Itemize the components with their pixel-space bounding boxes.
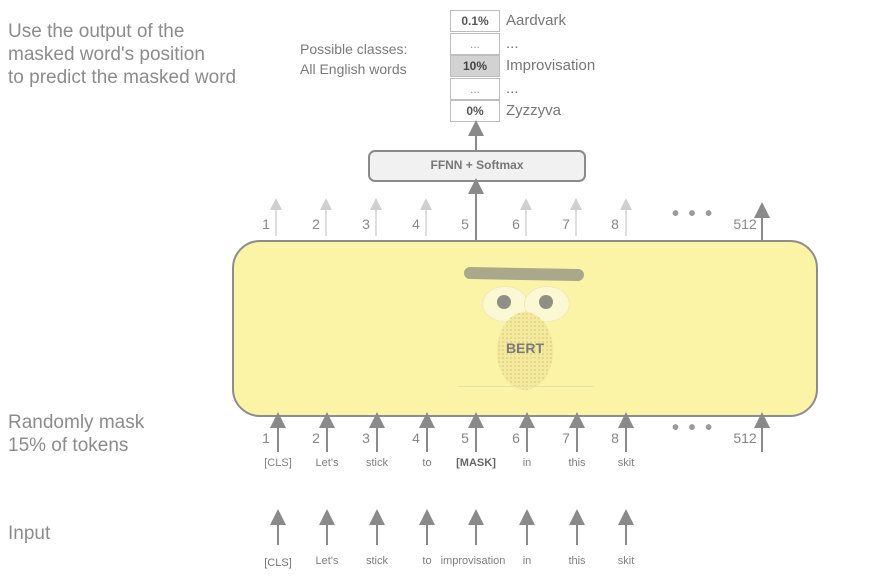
caption-top: Use the output of the masked word's posi…: [8, 21, 237, 88]
input-pos-7: 7: [562, 430, 570, 446]
prob-cell-dots: ...: [450, 77, 500, 100]
input-pos-6: 6: [512, 430, 520, 446]
masked-token: in: [522, 457, 532, 469]
mask-token: [MASK]: [456, 457, 496, 469]
input-token: in: [522, 555, 532, 567]
output-pos-3: 3: [362, 216, 370, 232]
masked-token: to: [422, 457, 432, 469]
possible-classes-label: Possible classes: All English words: [300, 41, 408, 77]
input-pos-512: 512: [733, 430, 757, 446]
masked-to-bert-arrows: [270, 412, 770, 452]
bert-nose: [497, 312, 553, 390]
ffnn-softmax-box: FFNN + Softmax: [368, 150, 586, 182]
masked-token: skit: [617, 457, 635, 469]
input-token: this: [568, 555, 586, 567]
input-token: Let's: [315, 555, 339, 567]
word-zyzzyva: Zyzzyva: [506, 102, 562, 119]
input-token: stick: [366, 555, 388, 567]
output-pos-4: 4: [412, 216, 420, 232]
input-arrows: [270, 509, 634, 545]
caption-mask: Randomly mask 15% of tokens: [8, 412, 145, 456]
output-pos-8: 8: [611, 216, 619, 232]
input-token: to: [422, 555, 432, 567]
input-pos-4: 4: [412, 430, 420, 446]
output-pos-1: 1: [262, 216, 270, 232]
input-pos-3: 3: [362, 430, 370, 446]
masked-token: stick: [366, 457, 388, 469]
output-pos-2: 2: [312, 216, 320, 232]
prob-cell-aardvark: 0.1%: [450, 10, 500, 32]
input-token: skit: [617, 555, 635, 567]
probability-words: Aardvark ... Improvisation ... Zyzzyva: [506, 10, 595, 123]
word-dots: ...: [506, 34, 519, 52]
input-pos-2: 2: [312, 430, 320, 446]
input-pos-8: 8: [611, 430, 619, 446]
masked-token: [CLS]: [264, 457, 292, 469]
input-pos-5: 5: [461, 430, 469, 446]
prob-cell-improvisation: 10%: [450, 55, 500, 77]
word-improvisation: Improvisation: [506, 57, 596, 74]
output-pos-512: 512: [733, 216, 757, 232]
masked-token: this: [568, 457, 586, 469]
bert-mouth: [458, 386, 594, 387]
output-ellipsis: • • •: [672, 203, 715, 225]
masked-token: Let's: [315, 457, 339, 469]
output-pos-7: 7: [562, 216, 570, 232]
word-dots: ...: [506, 79, 519, 97]
probability-column: 0.1% ... 10% ... 0%: [450, 10, 500, 123]
main-output-arrows: [468, 120, 770, 240]
input-token: [CLS]: [264, 557, 292, 569]
bert-eye-right: [539, 295, 553, 309]
bert-label: BERT: [505, 340, 545, 356]
faded-output-arrows: [270, 198, 632, 236]
output-pos-5: 5: [461, 216, 469, 232]
caption-input: Input: [8, 523, 51, 544]
output-pos-6: 6: [512, 216, 520, 232]
input-pos-1: 1: [262, 430, 270, 446]
bert-eye-left: [497, 295, 511, 309]
prob-cell-zyzzyva: 0%: [450, 100, 500, 122]
input-ellipsis: • • •: [672, 417, 715, 439]
word-aardvark: Aardvark: [506, 12, 567, 29]
input-token: improvisation: [440, 555, 506, 567]
prob-cell-dots: ...: [450, 32, 500, 55]
